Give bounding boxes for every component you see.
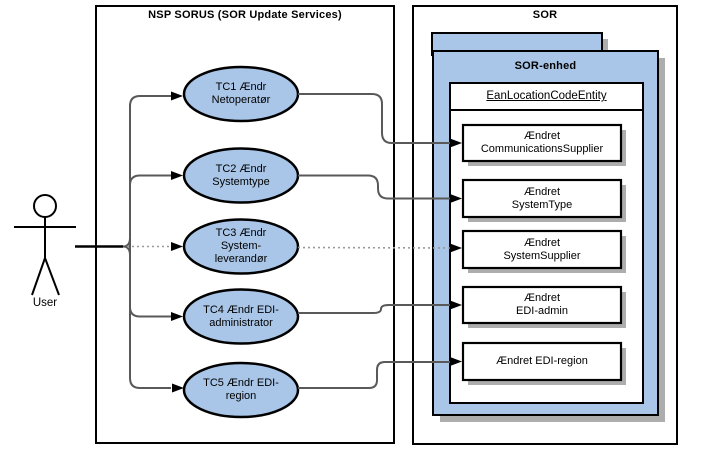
event-box-edi-admin (461, 285, 623, 325)
arrowhead-event3 (450, 243, 462, 253)
arrowhead-tc3 (171, 242, 183, 251)
event-box-edi-region (461, 341, 623, 382)
connector-tc1-event1 (298, 93, 451, 144)
use-case-ellipse-tc5 (182, 361, 300, 419)
connector-user-tc1 (129, 95, 171, 107)
arrowhead-event4 (450, 300, 462, 310)
arrowhead-tc5 (172, 383, 184, 393)
use-case-ellipse-tc1 (182, 65, 300, 123)
actor-figure (14, 194, 76, 296)
event-box-systemsupplier (461, 229, 623, 270)
connector-tc3-event3 (297, 246, 452, 249)
arrowhead-tc2 (171, 171, 183, 180)
connector-user-tc5 (129, 377, 171, 389)
arrowhead-event5 (450, 357, 462, 366)
arrowhead-event2 (450, 194, 462, 203)
use-case-ellipse-tc3 (182, 218, 300, 275)
connector-junction-brace (122, 237, 131, 256)
arrowhead-tc1 (171, 91, 183, 101)
actor-body (14, 217, 76, 296)
arrowhead-event1 (450, 138, 462, 148)
connector-user-tc2 (129, 174, 171, 186)
actor-head (33, 194, 57, 218)
connector-tc2-event2 (298, 174, 451, 200)
connector-tc4-event4 (298, 304, 451, 314)
use-case-ellipse-tc2 (182, 147, 300, 204)
connector-tc5-event5 (298, 361, 451, 389)
use-case-ellipse-tc4 (182, 288, 300, 345)
connector-user-tc4 (129, 306, 171, 318)
event-box-systemtype (461, 178, 623, 219)
arrowhead-tc4 (171, 312, 183, 321)
event-box-communicationssupplier (461, 123, 623, 163)
